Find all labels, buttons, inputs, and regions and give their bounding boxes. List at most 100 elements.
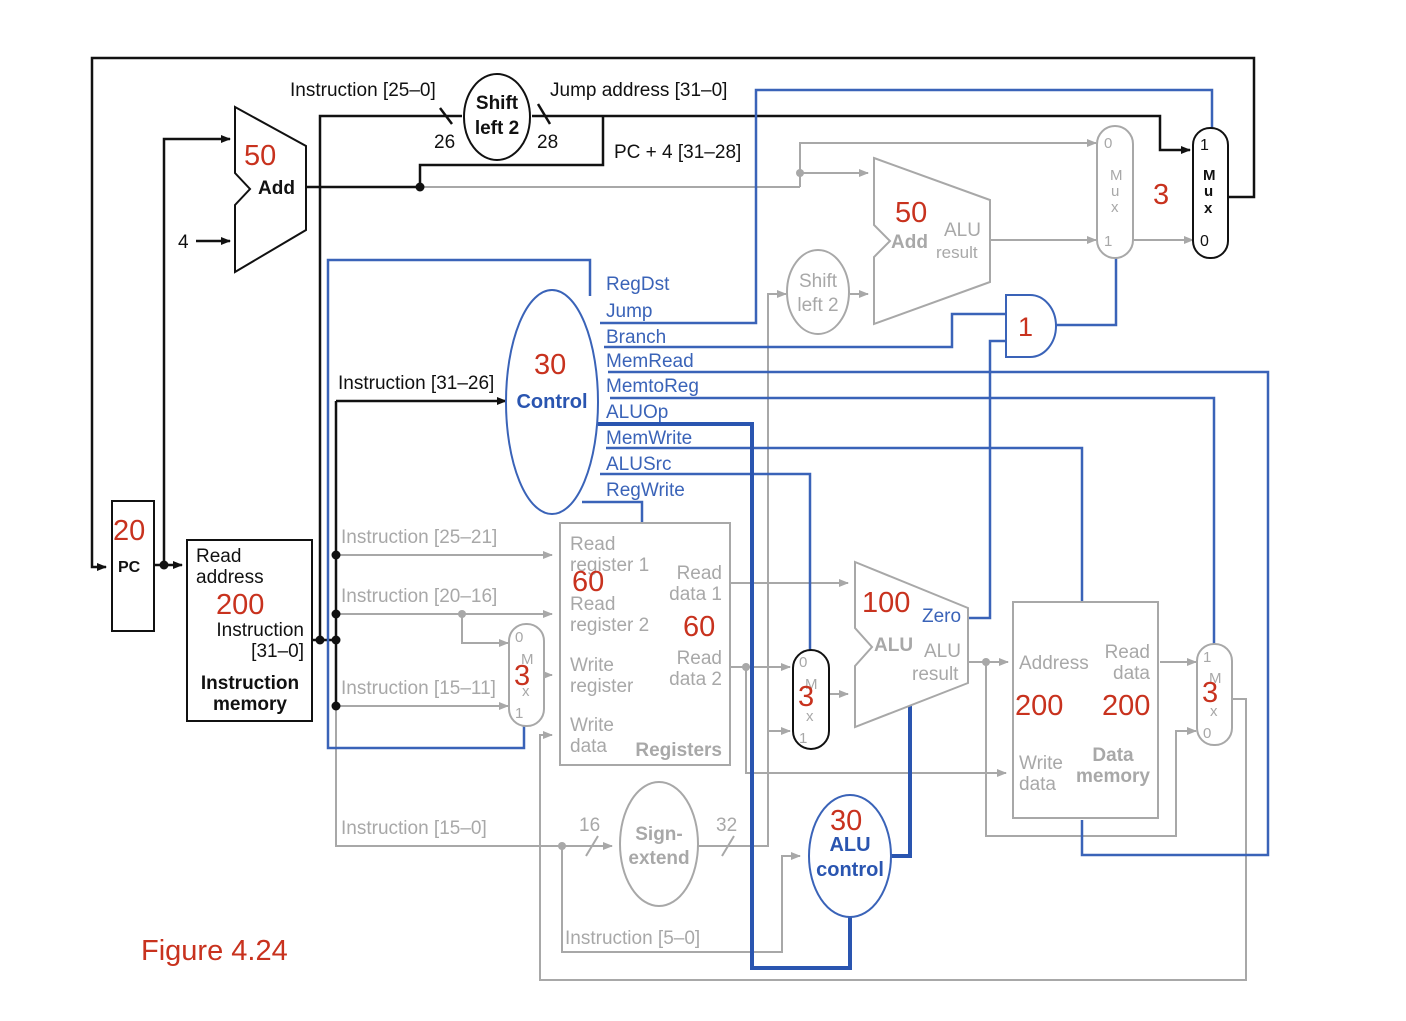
branch-mux-1: 1 [1104,233,1112,250]
branch-mux-0: 0 [1104,135,1112,152]
reg-read-data-1-l2: data 1 [669,584,722,605]
gray-wires [335,139,1247,981]
jump-mux-shape [1192,127,1229,259]
label-instr-20-16: Instruction [20–16] [341,586,497,607]
shift-left-2-branch-label-2: left 2 [797,295,838,316]
main-alu-shape [854,560,969,729]
sign-extend-label-1: Sign- [635,824,683,845]
shift-left-2-jump: Shift left 2 [463,73,531,161]
register-file-box [559,522,731,766]
alusrc-mux-m: M [805,676,818,693]
alusrc-mux: 0 M x 1 3 [792,649,830,750]
wire-zero [968,339,1006,620]
main-alu-zero: Zero [922,606,961,627]
label-instr-25-0: Instruction [25–0] [290,80,436,101]
shift-left-2-jump-label-1: Shift [476,93,519,114]
imem-address-label: address [196,567,264,588]
wire-memtoreg [610,396,1216,644]
alusrc-mux-0: 0 [799,654,807,671]
alusrc-mux-shape [792,649,830,750]
reg-write-register-l1: Write [570,655,614,676]
alu-control: 30 ALU control [808,794,892,918]
alu-control-value: 30 [830,805,862,837]
label-instr-31-26: Instruction [31–26] [338,373,494,394]
jump-mux-u: u [1204,183,1213,200]
signal-alusrc: ALUSrc [606,454,671,475]
junction-pcplus4 [796,169,804,177]
shift-left-2-jump-shape [463,73,531,161]
wire-instr-15-0 [335,705,613,850]
slash-28 [536,103,552,125]
branch-mux-u: u [1111,183,1119,200]
reg-read-data-2-l1: Read [677,648,722,669]
regdst-mux-shape [508,623,545,727]
wire-sign-extend-out [698,727,791,847]
label-instr-5-0: Instruction [5–0] [565,928,700,949]
junction-instr-15-11-k [331,701,341,711]
dmem-address-label: Address [1019,653,1089,674]
wire-pcplus4-to-branch-mux [799,139,1097,187]
control-wires [326,88,1270,970]
alusrc-mux-1: 1 [799,730,807,747]
jump-mux-x: x [1204,200,1213,217]
reg-value-2: 60 [683,611,715,643]
reg-read-register-1-l1: Read [570,534,615,555]
pc-label: PC [118,559,141,576]
signal-branch: Branch [606,327,666,348]
wire-instr-5-0 [561,846,801,953]
imem-title-2: memory [213,694,287,715]
black-wires [90,56,1256,711]
sign-extend-label-2: extend [628,848,689,869]
memtoreg-mux: 1 M x 0 3 [1196,643,1233,746]
dmem-title-2: memory [1076,766,1150,787]
control-signal-labels: RegDst Jump Branch MemRead MemtoReg ALUO… [606,274,699,501]
jump-mux-1: 1 [1200,137,1209,154]
control-shape [505,289,599,515]
signal-memread: MemRead [606,351,694,372]
instruction-memory-box [186,539,313,722]
regdst-mux-m: M [521,651,534,668]
pc-adder-shape [234,105,307,274]
signal-regwrite: RegWrite [606,480,685,501]
junction-pc [159,560,169,570]
control-label: Control [516,391,587,413]
wire-alu-control-out [888,706,912,858]
junction-instr-20-16 [458,610,466,618]
wire-jump-address [532,114,1191,154]
pc-adder: 50 Add 4 [178,105,307,274]
pc-adder-label: Add [258,178,295,199]
dmem-data-label: data [1113,663,1150,684]
junction-adder [415,182,425,192]
dmem-title-1: Data [1092,745,1134,766]
alu-control-label-2: control [816,859,884,881]
main-alu-result-l1: ALU [924,641,961,662]
data-memory-box [1012,601,1159,819]
alusrc-mux-value: 3 [798,681,814,713]
instruction-memory: Read address 200 Instruction [31–0] Inst… [186,539,313,722]
junction-read-data-2 [742,663,750,671]
main-alu-result-l2: result [912,664,959,685]
control-value: 30 [534,349,566,381]
reg-title: Registers [635,740,722,761]
jump-mux: 1 M u x 0 [1192,127,1229,259]
memtoreg-mux-x: x [1210,703,1218,720]
reg-read-data-2-l2: data 2 [669,669,722,690]
jump-mux-0: 0 [1200,233,1209,250]
and-gate: 1 [1005,294,1057,358]
wire-pc-to-adder [162,135,231,565]
shift-left-2-jump-label-2: left 2 [475,118,519,139]
pc-adder-value: 50 [244,140,276,172]
reg-read-register-2-l2: register 2 [570,615,649,636]
control-unit: 30 Control [505,289,599,515]
memtoreg-mux-0: 0 [1203,725,1211,742]
dmem-write-data-label: data [1019,774,1056,795]
dmem-address-value: 200 [1015,690,1063,722]
junction-alu-result [982,658,990,666]
register-file: Read register 1 60 Read register 2 Write… [559,522,731,766]
branch-mux: 0 M u x 1 [1096,125,1134,259]
junction-imem-1 [315,635,325,645]
shift-left-2-branch-label-1: Shift [799,271,838,292]
memtoreg-mux-1: 1 [1203,649,1211,666]
label-bit-32: 32 [716,815,737,836]
